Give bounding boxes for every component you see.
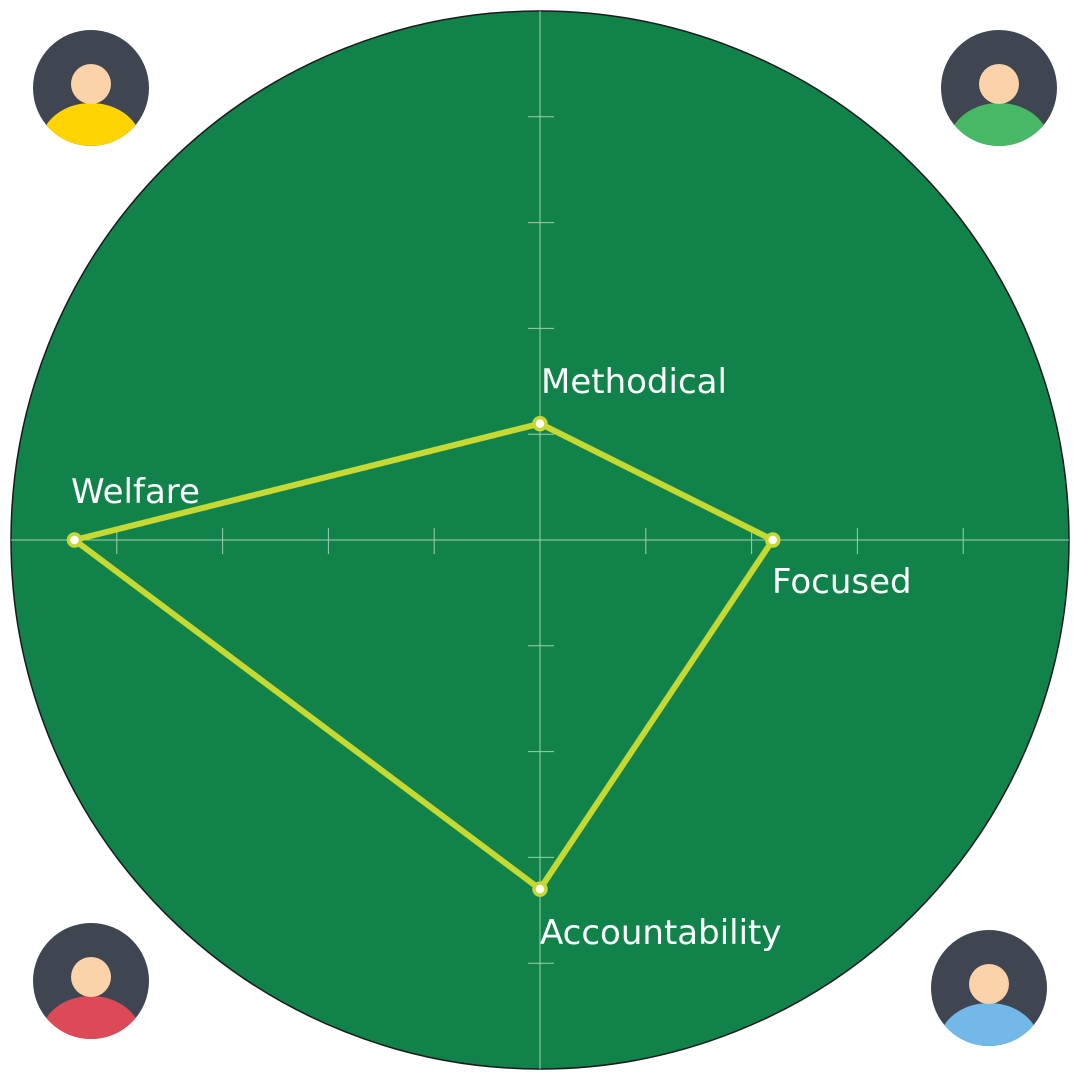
data-point-methodical <box>532 415 548 432</box>
axis-label-accountability: Accountability <box>540 913 782 953</box>
avatar-bottom-right-head <box>969 964 1009 1004</box>
avatar-top-left-head <box>71 64 111 104</box>
data-point-focused <box>765 532 781 548</box>
avatar-bottom-right <box>931 930 1047 1046</box>
avatars <box>33 30 1057 1046</box>
avatar-top-right <box>941 30 1057 146</box>
avatar-bottom-left-head <box>71 957 111 997</box>
avatar-top-right-head <box>979 64 1019 104</box>
avatar-bottom-left-body <box>41 996 141 1039</box>
avatar-top-left <box>33 30 149 146</box>
axis-label-welfare: Welfare <box>71 472 200 512</box>
avatar-top-left-body <box>41 103 141 146</box>
axis-label-focused: Focused <box>772 562 912 602</box>
avatar-bottom-right-body <box>939 1003 1039 1046</box>
axis-label-methodical: Methodical <box>541 362 727 402</box>
series-points <box>66 415 781 897</box>
data-point-welfare <box>66 532 83 548</box>
avatar-bottom-left <box>33 923 149 1039</box>
avatar-top-right-body <box>949 103 1049 146</box>
data-point-accountability <box>532 881 548 897</box>
